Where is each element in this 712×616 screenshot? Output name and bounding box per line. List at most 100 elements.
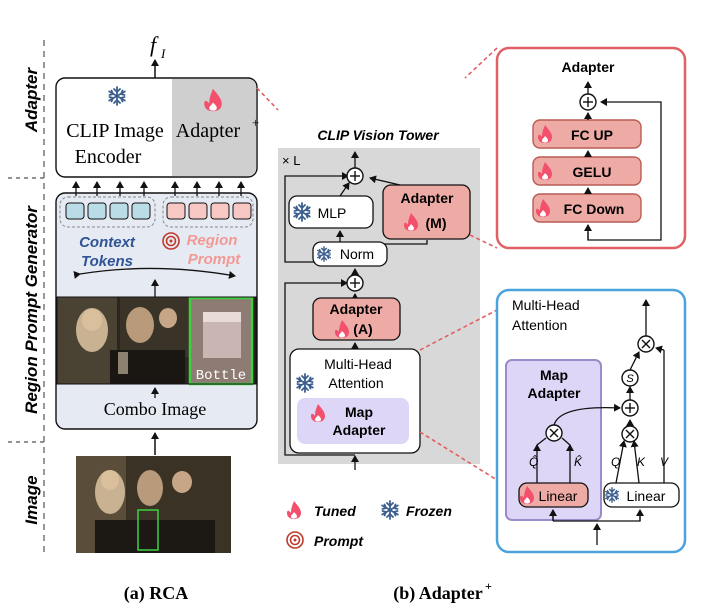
- map-adapter-detail-line1: Map: [540, 367, 568, 383]
- mha-line2: Attention: [328, 375, 383, 391]
- legend-frozen: Frozen: [406, 503, 452, 519]
- attn-residual-path: [284, 279, 355, 456]
- adapter-plus-label: Adapter: [176, 120, 241, 142]
- combo-image-label: Combo Image: [104, 399, 206, 419]
- bottle-label: Bottle: [196, 368, 246, 384]
- gelu-label: GELU: [573, 164, 612, 180]
- output-symbol: f: [150, 32, 159, 57]
- mha-detail-title-line2: Attention: [512, 317, 567, 333]
- clip-encoder-line1: CLIP Image: [66, 120, 164, 142]
- q-hat-join: [536, 437, 547, 446]
- adapter-a-line1: Adapter: [330, 301, 383, 317]
- adapter-add-icon: [579, 93, 597, 111]
- times-l-label: × L: [282, 153, 300, 168]
- token-to-encoder-arrows: [72, 181, 245, 196]
- callout-lines: [256, 47, 498, 481]
- v-to-multiply-arrow: [655, 345, 665, 354]
- legend-flame-icon: [287, 501, 301, 519]
- softmax-to-multiply-arrow: [629, 351, 640, 371]
- linear-frozen-box: [603, 482, 680, 508]
- residual-add-mid-icon: [346, 274, 364, 292]
- fc-up-box: [532, 119, 642, 149]
- k-arrow: [630, 440, 640, 484]
- linear-frozen-label: Linear: [627, 488, 666, 504]
- clip-encoder-line2: Encoder: [75, 146, 142, 168]
- map-adapter-box: [297, 398, 409, 444]
- v-label: V: [660, 455, 669, 469]
- context-tokens-line2: Tokens: [81, 253, 133, 270]
- norm-box: [312, 241, 388, 267]
- mlp-label: MLP: [318, 205, 347, 221]
- k-hat-label: K̂: [574, 454, 583, 469]
- qk-hat-multiply-icon: [545, 424, 563, 442]
- k-hat-join: [561, 437, 571, 446]
- context-token: [65, 202, 85, 220]
- side-label-adapter: Adapter: [22, 67, 41, 134]
- region-prompt-line1: Region: [187, 232, 238, 249]
- norm-label: Norm: [340, 246, 374, 262]
- softmax-label: S: [626, 373, 634, 385]
- map-adapter-line2: Adapter: [333, 422, 386, 438]
- k-label: K: [637, 455, 646, 469]
- adapter-a-line2: (A): [353, 321, 372, 337]
- adapter-m-line1: Adapter: [401, 190, 454, 206]
- caption-adapter-plus: (b) Adapter: [393, 583, 483, 604]
- mha-detail-title-line1: Multi-Head: [512, 297, 580, 313]
- adapter-detail-title: Adapter: [562, 59, 615, 75]
- caption-rca: (a) RCA: [124, 583, 189, 604]
- combo-image: [56, 296, 257, 386]
- region-token-group: [162, 196, 254, 228]
- adapter-m-line2: (M): [426, 215, 447, 231]
- token-interaction-arrow: [73, 267, 236, 279]
- adapter-a-box: [312, 297, 401, 341]
- linear-tuned-label: Linear: [539, 488, 578, 504]
- input-image: [76, 456, 231, 553]
- clip-vision-tower-title: CLIP Vision Tower: [317, 127, 440, 143]
- prompt-target-icon: [162, 232, 180, 250]
- mlp-box: [288, 195, 374, 229]
- legend-prompt-icon: [286, 531, 304, 549]
- legend-snowflake-icon: [381, 500, 399, 520]
- fc-up-label: FC UP: [571, 127, 613, 143]
- context-token: [109, 202, 129, 220]
- adapter-m-to-add-arrow: [369, 175, 401, 186]
- region-prompt-line2: Prompt: [188, 251, 242, 268]
- q-hat-label: Q̂: [529, 454, 538, 469]
- context-token-group: [59, 196, 156, 228]
- attn-add-icon: [621, 399, 639, 417]
- context-tokens-line1: Context: [79, 234, 136, 251]
- map-to-add-arrow: [553, 403, 621, 426]
- qk-multiply-icon: [621, 425, 639, 443]
- rca-panel: Adapter Region Prompt Generator Image f …: [8, 32, 259, 604]
- legend-prompt: Prompt: [314, 533, 364, 549]
- context-token: [87, 202, 107, 220]
- region-token: [210, 202, 230, 220]
- adapter-plus-superscript: +: [252, 115, 259, 130]
- side-label-image: Image: [22, 475, 41, 524]
- side-label-rpg: Region Prompt Generator: [22, 205, 41, 414]
- q-arrow: [615, 440, 627, 484]
- mlp-to-add-arrow: [339, 182, 350, 197]
- map-adapter-line1: Map: [345, 404, 373, 420]
- region-token: [232, 202, 252, 220]
- map-adapter-detail-line2: Adapter: [528, 385, 581, 401]
- output-subscript: I: [160, 46, 166, 61]
- adapter-detail-panel: Adapter FC UP GELU FC Down: [495, 46, 687, 250]
- fc-down-box: [532, 193, 642, 223]
- residual-add-top-icon: [346, 167, 364, 185]
- q-label: Q: [611, 455, 620, 469]
- gelu-box: [532, 156, 642, 186]
- linear-tuned-box: [518, 482, 589, 508]
- region-token: [166, 202, 186, 220]
- caption-superscript: +: [485, 579, 492, 593]
- legend-tuned: Tuned: [314, 503, 356, 519]
- region-token: [188, 202, 208, 220]
- adapter-plus-region: [172, 79, 256, 176]
- mha-line1: Multi-Head: [324, 356, 392, 372]
- fc-down-label: FC Down: [564, 201, 625, 217]
- mha-detail-panel: Multi-Head Attention Map Adapter Linear …: [495, 288, 687, 554]
- adapter-plus-panel: CLIP Vision Tower × L MLP Adapter (M) No…: [278, 127, 492, 604]
- attn-v-multiply-icon: [637, 335, 655, 353]
- context-token: [131, 202, 151, 220]
